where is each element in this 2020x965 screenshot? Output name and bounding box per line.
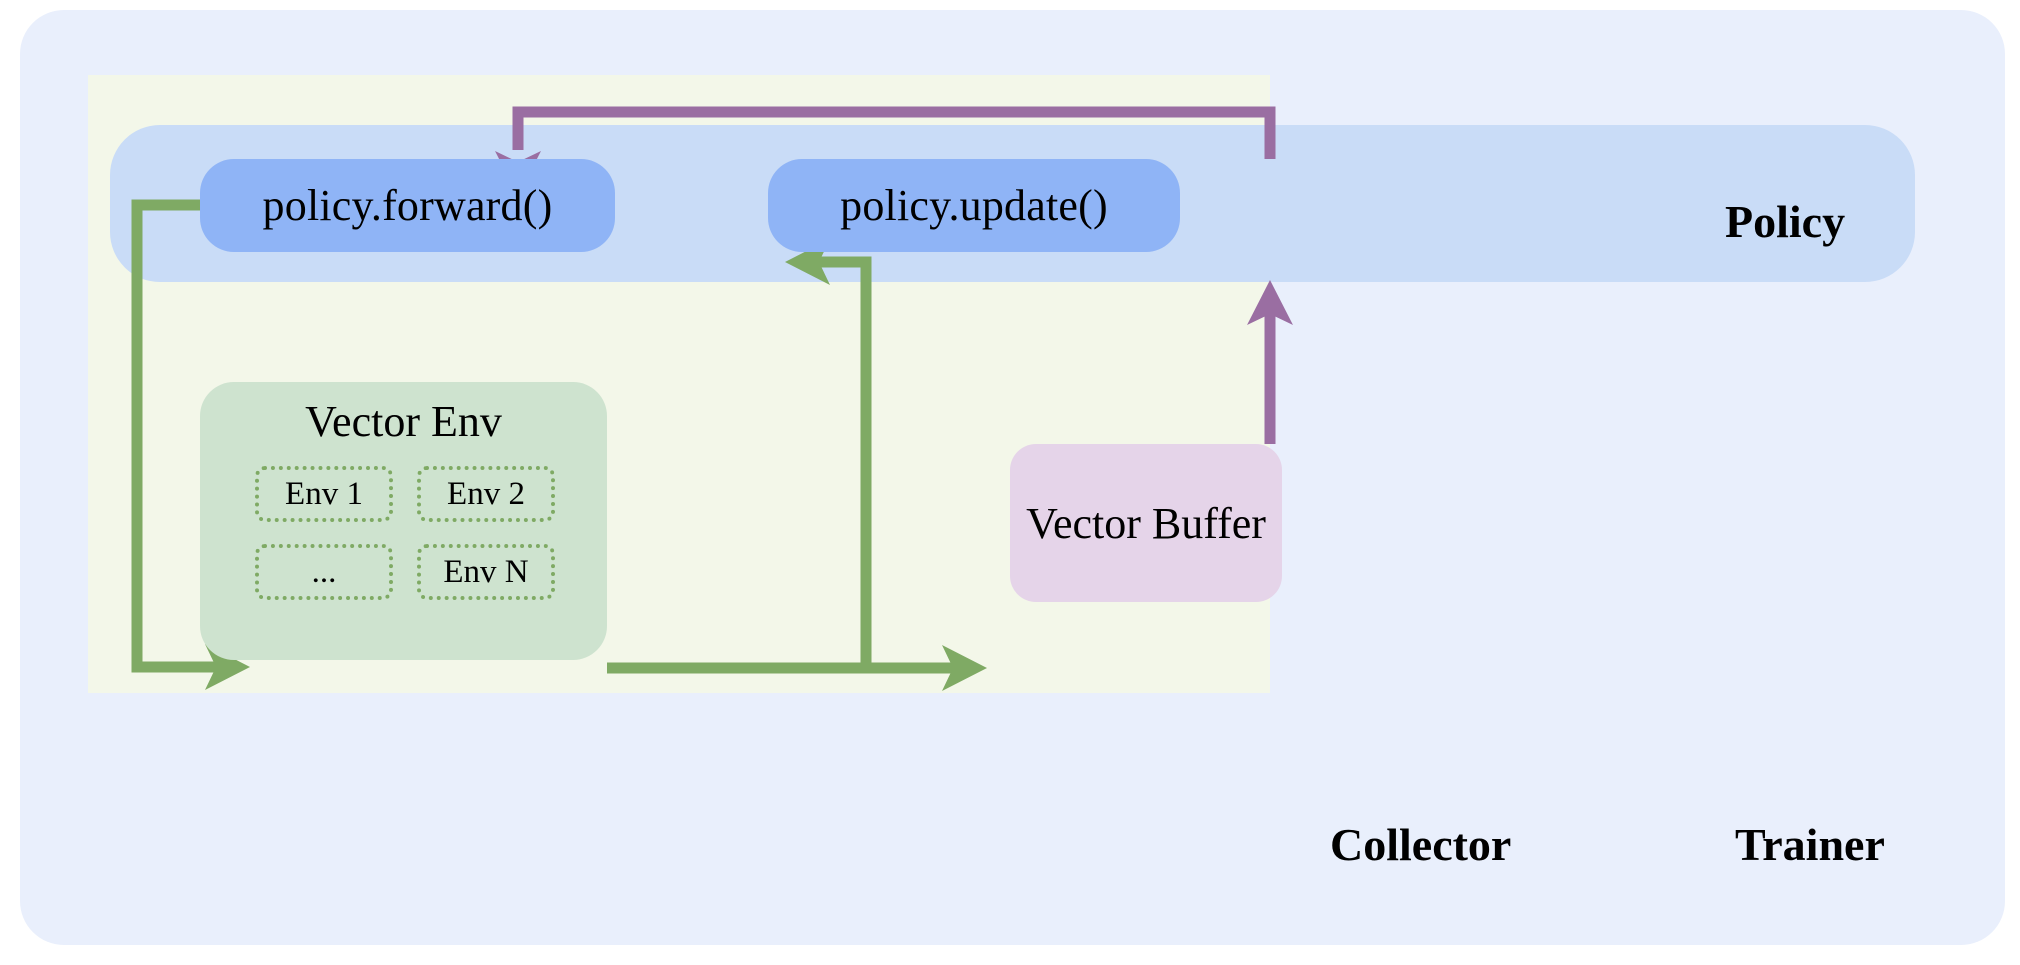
- env-cell[interactable]: ...: [255, 544, 393, 600]
- env-cell[interactable]: Env 1: [255, 466, 393, 522]
- env-row: Env 1 Env 2: [255, 466, 555, 522]
- node-vector-buffer[interactable]: Vector Buffer: [1010, 444, 1282, 602]
- node-policy-forward-label: policy.forward(): [262, 181, 553, 230]
- env-row: ... Env N: [255, 544, 555, 600]
- env-grid: Env 1 Env 2 ... Env N: [255, 466, 555, 622]
- env-cell[interactable]: Env 2: [417, 466, 555, 522]
- node-policy-update-label: policy.update(): [840, 181, 1108, 230]
- vector-env-title: Vector Env: [305, 397, 502, 446]
- trainer-zone-label: Trainer: [1735, 819, 1885, 870]
- node-vector-env[interactable]: Vector Env Env 1 Env 2 ... Env N: [200, 382, 607, 660]
- node-policy-update[interactable]: policy.update(): [768, 159, 1180, 252]
- env-cell[interactable]: Env N: [417, 544, 555, 600]
- policy-zone-label: Policy: [1725, 196, 1846, 247]
- collector-zone-label: Collector: [1330, 819, 1512, 870]
- node-policy-forward[interactable]: policy.forward(): [200, 159, 615, 252]
- node-vector-buffer-label: Vector Buffer: [1026, 498, 1266, 548]
